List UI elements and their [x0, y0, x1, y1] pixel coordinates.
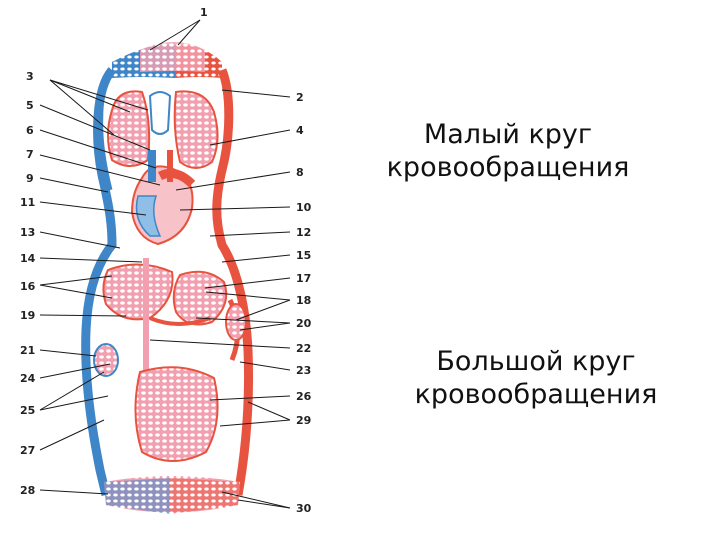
heart — [130, 150, 196, 246]
label-18: 18 — [296, 294, 311, 307]
pulmonary-caption-line1: Малый круг — [423, 119, 593, 150]
label-16: 16 — [20, 280, 36, 293]
label-20: 20 — [296, 317, 312, 330]
lower-organs — [93, 303, 247, 462]
abdominal-organs — [102, 258, 228, 400]
systemic-caption-line1: Большой круг — [436, 346, 636, 377]
label-7: 7 — [26, 148, 34, 161]
label-4: 4 — [296, 124, 304, 137]
label-2: 2 — [296, 91, 304, 104]
lungs — [107, 90, 219, 169]
pulmonary-circulation-caption: Малый круг кровообращения — [368, 118, 648, 184]
label-17: 17 — [296, 272, 311, 285]
label-25: 25 — [20, 404, 35, 417]
label-14: 14 — [20, 252, 36, 265]
label-29: 29 — [296, 414, 311, 427]
label-3: 3 — [26, 70, 34, 83]
lower-body-capillaries — [104, 476, 240, 514]
label-23: 23 — [296, 364, 311, 377]
systemic-circulation-caption: Большой круг кровообращения — [386, 345, 686, 411]
label-6: 6 — [26, 124, 34, 137]
label-15: 15 — [296, 249, 311, 262]
label-1: 1 — [200, 6, 208, 19]
label-26: 26 — [296, 390, 312, 403]
label-21: 21 — [20, 344, 35, 357]
label-28: 28 — [20, 484, 35, 497]
label-9: 9 — [26, 172, 34, 185]
label-19: 19 — [20, 309, 35, 322]
label-12: 12 — [296, 226, 311, 239]
number-labels: 1 2 3 4 5 6 7 8 9 10 11 12 13 14 15 16 1… — [20, 6, 312, 515]
leader-lines — [39, 19, 291, 509]
label-24: 24 — [20, 372, 36, 385]
pulmonary-caption-line2: кровообращения — [386, 152, 630, 183]
label-13: 13 — [20, 226, 35, 239]
label-5: 5 — [26, 99, 34, 112]
label-10: 10 — [296, 201, 312, 214]
label-8: 8 — [296, 166, 304, 179]
label-22: 22 — [296, 342, 311, 355]
systemic-caption-line2: кровообращения — [414, 379, 658, 410]
label-30: 30 — [296, 502, 312, 515]
head-capillaries — [112, 42, 222, 78]
label-27: 27 — [20, 444, 35, 457]
label-11: 11 — [20, 196, 35, 209]
